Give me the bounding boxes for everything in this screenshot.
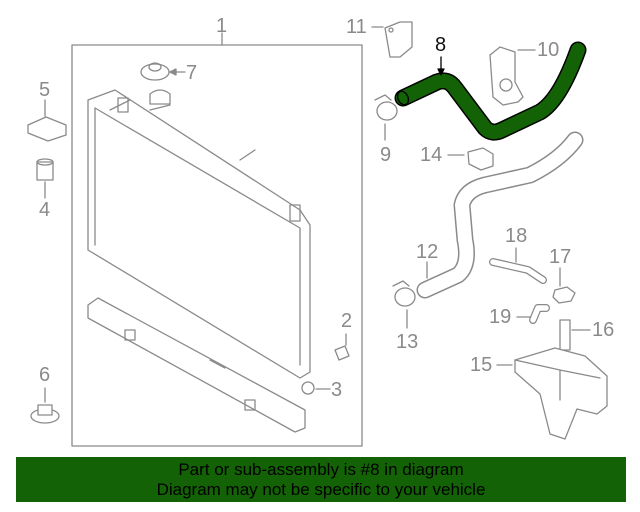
- mount-part-6: [30, 387, 60, 424]
- bracket-part-11: [371, 21, 413, 58]
- callout-15: 15: [470, 354, 493, 376]
- callout-19: 19: [489, 306, 512, 328]
- callout-13: 13: [396, 331, 419, 353]
- coolant-reservoir-part: [496, 347, 608, 440]
- lower-tank-part: [87, 297, 306, 433]
- hose-part-19: [516, 304, 550, 324]
- radiator-cap-part: [140, 62, 186, 81]
- callout-2: 2: [341, 310, 353, 332]
- bracket-part-10: [489, 46, 536, 106]
- callout-5: 5: [39, 79, 51, 101]
- callout-1: 1: [216, 15, 228, 37]
- clamp-part-13: [392, 280, 416, 329]
- callout-3: 3: [331, 379, 343, 401]
- banner-disclaimer: Diagram may not be specific to your vehi…: [156, 480, 486, 499]
- drain-plug-part: [334, 333, 350, 361]
- reservoir-cap-part: [559, 319, 591, 351]
- info-banner: Part or sub-assembly is #8 in diagram Di…: [16, 457, 626, 502]
- callout-9: 9: [380, 144, 392, 166]
- callout-11: 11: [346, 16, 367, 38]
- hose-part-18: [489, 247, 547, 284]
- radiator-part: [87, 89, 311, 379]
- clamp-part-9: [374, 94, 398, 141]
- clip-part-17: [552, 267, 576, 304]
- callout-4: 4: [39, 199, 51, 221]
- callout-12: 12: [416, 241, 439, 263]
- callout-18: 18: [505, 225, 528, 247]
- mount-part-4: [36, 158, 54, 199]
- banner-part-note: Part or sub-assembly is #8 in diagram: [178, 460, 464, 479]
- callout-10: 10: [537, 39, 560, 61]
- o-ring-part: [301, 381, 331, 395]
- bracket-part-5: [27, 99, 67, 142]
- clamp-part-14: [447, 147, 494, 171]
- callout-17: 17: [549, 246, 572, 268]
- callout-7: 7: [186, 62, 198, 84]
- callout-8: 8: [435, 34, 447, 56]
- callout-6: 6: [39, 364, 51, 386]
- upper-radiator-hose-part-8: [394, 41, 587, 141]
- lower-radiator-hose-part-12: [416, 131, 584, 299]
- callout-14: 14: [420, 144, 443, 166]
- callout-16: 16: [592, 319, 615, 341]
